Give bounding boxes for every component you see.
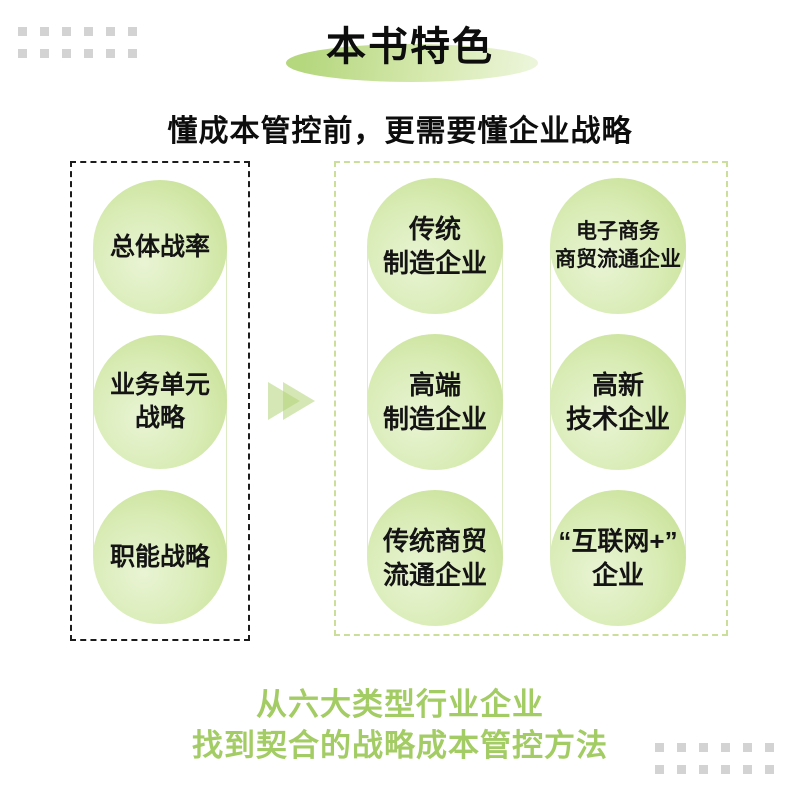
decor-squares-top-left	[18, 27, 137, 58]
industry-column-left: 传统 制造企业 高端 制造企业 传统商贸 流通企业	[367, 178, 503, 626]
footer-tagline: 从六大类型行业企业 找到契合的战略成本管控方法	[192, 687, 608, 763]
industry-circle-highend-manufacturing: 高端 制造企业	[367, 334, 503, 470]
strategy-circle-overall: 总体战率	[93, 180, 227, 314]
industry-column-right: 电子商务 商贸流通企业 高新 技术企业 “互联网+” 企业	[550, 178, 686, 626]
industry-circle-hightech: 高新 技术企业	[550, 334, 686, 470]
strategy-column: 总体战率 业务单元 战略 职能战略	[93, 180, 227, 624]
industry-circle-traditional-trade: 传统商贸 流通企业	[367, 490, 503, 626]
double-right-arrow-icon	[268, 382, 318, 420]
subtitle: 懂成本管控前，更需要懂企业战略	[167, 115, 633, 148]
page-title: 本书特色	[326, 25, 494, 69]
industry-circle-ecommerce-trade: 电子商务 商贸流通企业	[550, 178, 686, 314]
strategy-circle-functional: 职能战略	[93, 490, 227, 624]
industry-types-box: 传统 制造企业 高端 制造企业 传统商贸 流通企业 电子商务 商贸流通企业 高新…	[334, 161, 728, 636]
industry-circle-internet-plus: “互联网+” 企业	[550, 490, 686, 626]
page-header: 本书特色	[280, 0, 540, 92]
industry-circle-traditional-manufacturing: 传统 制造企业	[367, 178, 503, 314]
decor-squares-bottom-right	[655, 743, 774, 774]
title-ellipse-decor	[286, 44, 538, 82]
strategy-types-box: 总体战率 业务单元 战略 职能战略	[70, 161, 250, 641]
strategy-circle-business-unit: 业务单元 战略	[93, 335, 227, 469]
